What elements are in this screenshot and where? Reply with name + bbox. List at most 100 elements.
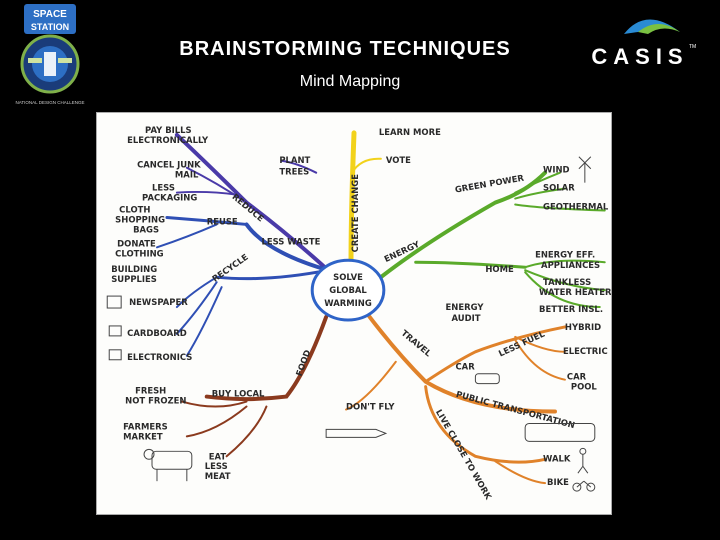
logo-ring-text: NATIONAL DESIGN CHALLENGE [15, 100, 84, 105]
label-donate-2: CLOTHING [115, 248, 163, 258]
label-donate-1: DONATE [117, 238, 156, 248]
less-waste-line [244, 222, 331, 273]
car-line [424, 325, 567, 384]
slide-subtitle: Mind Mapping [299, 73, 401, 90]
walker-icon [577, 447, 589, 474]
fresh-line [180, 400, 248, 408]
solar-line [514, 187, 566, 200]
label-fresh-2: NOT FROZEN [125, 396, 186, 406]
label-car-pool-2: POOL [571, 382, 598, 392]
label-buy-local: BUY LOCAL [212, 389, 265, 399]
dont-fly-line [345, 360, 397, 411]
label-eat-less-1: EAT [209, 451, 227, 461]
airplane-icon [325, 428, 388, 438]
donate-line [155, 223, 218, 249]
electronics-line [185, 286, 223, 357]
label-farmers-1: FARMERS [123, 421, 168, 431]
home-line [414, 260, 527, 269]
label-newspaper: NEWSPAPER [129, 297, 188, 307]
mind-map-image: SOLVE GLOBAL WARMING LEARN MORE VOTE CRE… [96, 112, 612, 515]
train-icon [524, 422, 596, 442]
slide-title: BRAINSTORMING TECHNIQUES [179, 38, 511, 60]
label-public-transportation: PUBLIC TRANSPORTATION [455, 389, 576, 430]
logo-solar-panel-left [28, 58, 42, 63]
label-vote: VOTE [386, 155, 411, 165]
label-home: HOME [485, 264, 514, 274]
label-pay-bills-1: PAY BILLS [145, 125, 192, 135]
label-plant-trees-2: TREES [279, 167, 309, 177]
car-icon [474, 373, 500, 385]
label-learn-more: LEARN MORE [379, 127, 441, 137]
label-travel: TRAVEL [399, 328, 433, 359]
water-heater-line [524, 269, 606, 292]
farmers-line [185, 405, 248, 438]
label-fresh-1: FRESH [135, 386, 166, 396]
label-walk: WALK [543, 453, 571, 463]
label-cancel-junk-2: MAIL [175, 170, 199, 180]
newspaper-line [175, 276, 218, 309]
logo-station-text: STATION [31, 22, 69, 32]
label-water-heater: WATER HEATER [539, 287, 611, 297]
label-bike: BIKE [547, 477, 569, 487]
label-live-close: LIVE CLOSE TO WORK [434, 408, 494, 502]
center-bubble [310, 258, 386, 322]
cardboard-icon [108, 325, 122, 337]
label-car: CAR [455, 362, 475, 372]
label-electronics: ELECTRONICS [127, 352, 192, 362]
logo-space-text: SPACE [33, 9, 67, 20]
casis-wordmark: CASIS [591, 44, 688, 69]
label-better-insl: BETTER INSL. [539, 304, 603, 314]
casis-arc-blue [624, 19, 680, 34]
label-plant-trees-1: PLANT [279, 155, 310, 165]
electric-line [514, 335, 566, 353]
less-packaging-line [175, 190, 238, 196]
mind-map: SOLVE GLOBAL WARMING LEARN MORE VOTE CRE… [106, 125, 611, 502]
tv-icon [108, 349, 122, 361]
cardboard-line [175, 281, 218, 335]
label-building-2: SUPPLIES [111, 274, 157, 284]
label-energy-eff: ENERGY EFF. [535, 249, 595, 259]
casis-logo: CASIS TM [588, 8, 698, 72]
label-tankless: TANKLESS [543, 277, 591, 287]
label-pay-bills-2: ELECTRONICALLY [127, 135, 209, 145]
center-label-3: WARMING [324, 298, 372, 308]
appliances-line [524, 259, 606, 269]
logo-banner [24, 4, 76, 34]
label-solar: SOLAR [543, 183, 575, 193]
center-label-2: GLOBAL [329, 285, 367, 295]
label-appliances: APPLIANCES [541, 260, 600, 270]
label-create-change: CREATE CHANGE [350, 174, 360, 253]
label-cardboard: CARDBOARD [127, 328, 187, 338]
food-branch-line [204, 314, 329, 402]
cow-icon [143, 448, 193, 482]
bike-icon [572, 480, 596, 492]
label-eat-less-3: MEAT [205, 471, 231, 481]
logo-station-body [44, 52, 56, 76]
label-building-1: BUILDING [111, 264, 157, 274]
label-food: FOOD [294, 348, 313, 377]
label-eat-less-2: LESS [205, 461, 228, 471]
car-pool-line [514, 338, 566, 381]
label-hybrid: HYBRID [565, 322, 601, 332]
label-cancel-junk-1: CANCEL JUNK [137, 160, 201, 170]
label-electric: ELECTRIC [563, 346, 608, 356]
label-wind: WIND [543, 165, 570, 175]
plant-trees-line [280, 159, 318, 174]
label-dont-fly: DON'T FLY [346, 402, 395, 412]
create-change-line [348, 130, 357, 265]
newspaper-icon [106, 295, 122, 309]
label-less-packaging-2: PACKAGING [142, 193, 197, 203]
recycle-line [215, 268, 330, 281]
casis-trademark: TM [689, 44, 696, 50]
label-car-pool-1: CAR [567, 372, 587, 382]
geothermal-line [514, 203, 606, 212]
label-energy-audit-1: ENERGY [446, 302, 485, 312]
wind-turbine-icon [578, 156, 592, 183]
reuse-line [165, 215, 249, 226]
space-station-logo: SPACE STATION NATIONAL DESIGN CHALLENGE [4, 2, 96, 110]
cancel-junk-line [185, 166, 248, 204]
label-cloth-bags-3: BAGS [133, 224, 159, 234]
logo-solar-panel-right [58, 58, 72, 63]
label-less-waste: LESS WASTE [261, 236, 320, 246]
vote-line [351, 157, 382, 174]
